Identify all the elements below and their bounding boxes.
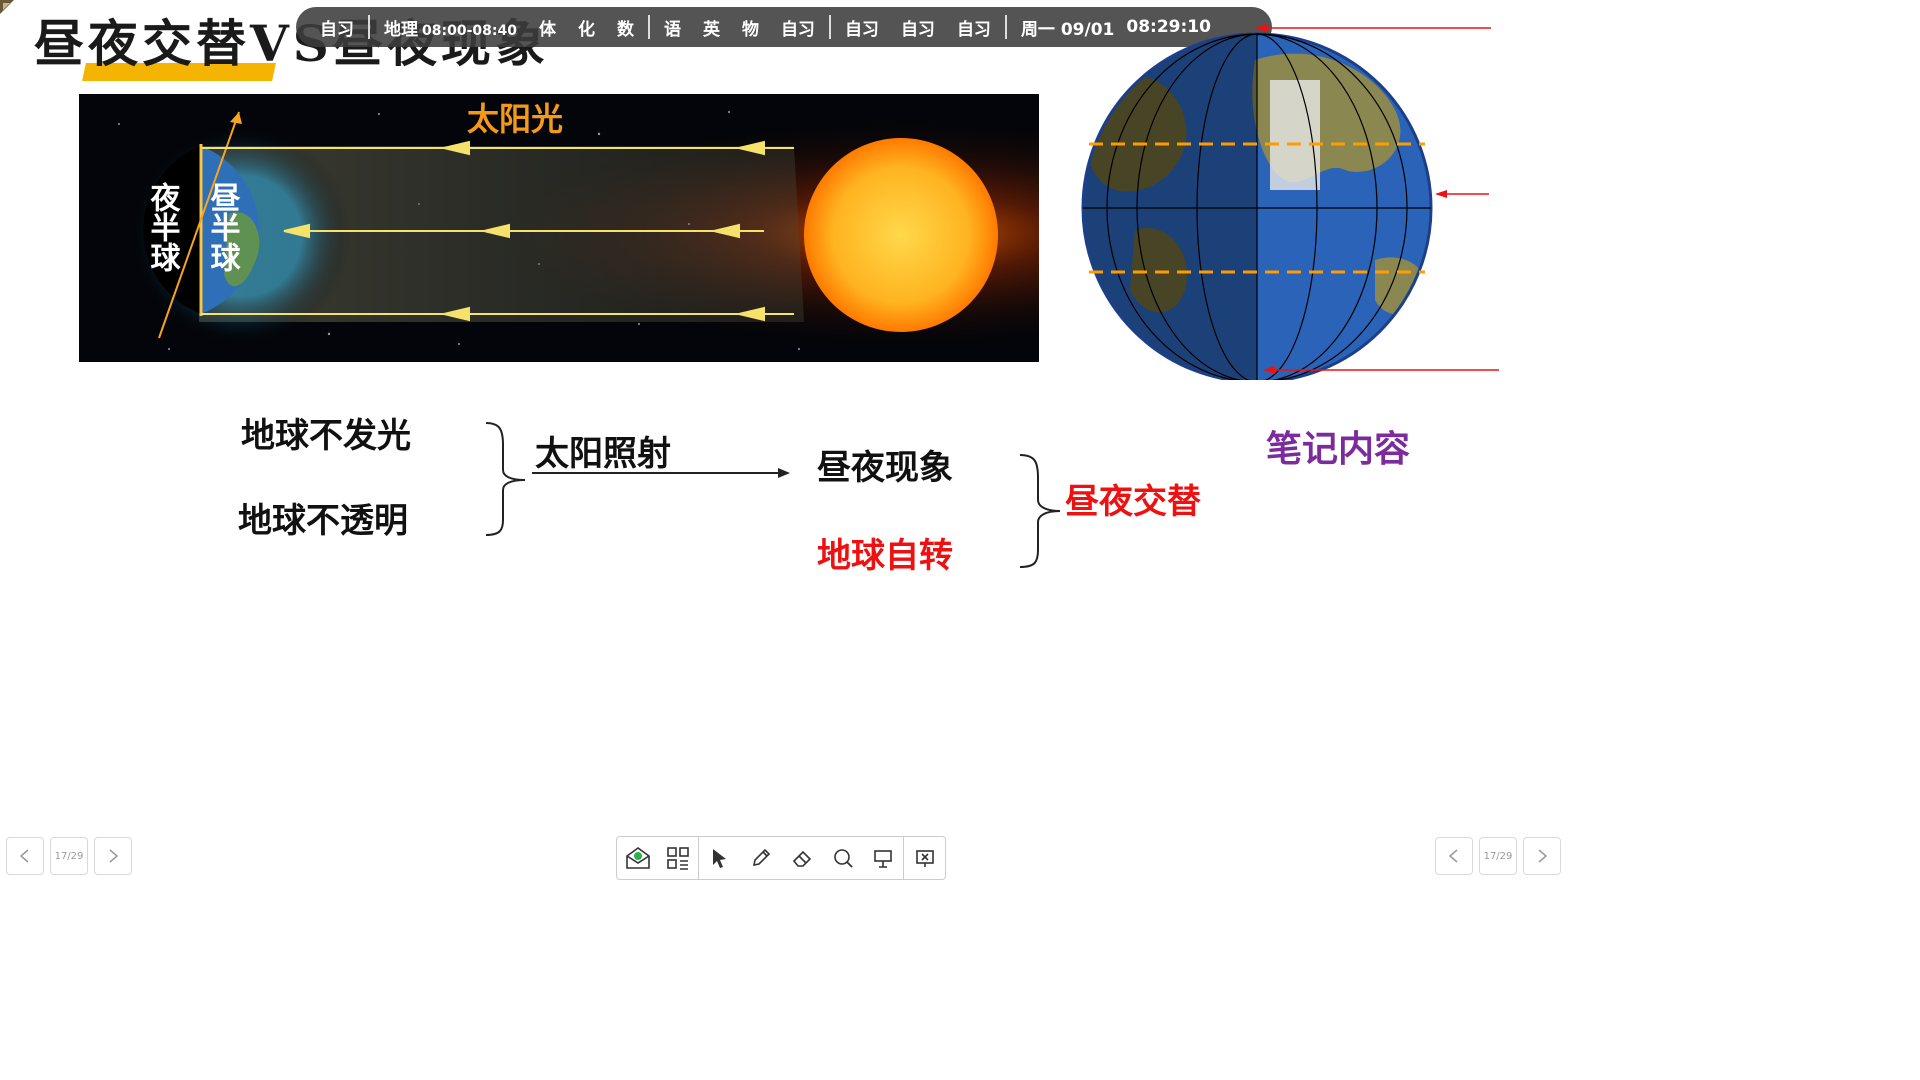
globe-figure (1075, 20, 1505, 384)
cause-earth-opaque: 地球不透明 (238, 501, 408, 541)
next-page-button-right[interactable] (1523, 837, 1561, 875)
select-tool-button[interactable] (699, 837, 740, 879)
earth-rotation: 地球自转 (817, 536, 953, 576)
divider (1004, 15, 1007, 39)
schedule-item[interactable]: 自习 (956, 19, 991, 40)
schedule-item[interactable]: 自习 (844, 19, 879, 40)
prev-page-button[interactable] (6, 837, 44, 875)
sun-earth-illustration: 太阳光 夜半球 昼半球 (79, 94, 1039, 362)
cause-earth-no-light: 地球不发光 (241, 416, 411, 456)
grid-apps-icon (667, 847, 689, 870)
schedule-item[interactable]: 自习 (900, 19, 935, 40)
exit-presentation-button[interactable] (904, 837, 945, 879)
cursor-arrow-icon (712, 849, 726, 868)
eraser-icon (792, 850, 811, 867)
schedule-item[interactable]: 英 (702, 19, 720, 40)
chevron-right-icon (1538, 849, 1548, 863)
schedule-item[interactable]: 物 (741, 19, 759, 40)
prev-page-button-right[interactable] (1435, 837, 1473, 875)
chevron-left-icon (1448, 849, 1458, 863)
schedule-item[interactable]: 数 (616, 19, 634, 40)
page-indicator[interactable]: 17/29 (50, 837, 88, 875)
divider (828, 15, 831, 39)
condition-sun-irradiation: 太阳照射 (535, 434, 671, 474)
schedule-item[interactable]: 自习 (320, 19, 354, 40)
schedule-clock: 08:29:10 (1126, 17, 1211, 37)
whiteboard-tool-button[interactable] (863, 837, 904, 879)
schedule-item[interactable]: 化 (577, 19, 595, 40)
next-page-button[interactable] (94, 837, 132, 875)
notes-label[interactable]: 笔记内容 (1266, 429, 1411, 470)
schedule-date: 周一 09/01 (1020, 19, 1115, 40)
chevron-left-icon (19, 849, 29, 863)
pen-icon (752, 848, 770, 867)
magnifier-icon (833, 849, 853, 868)
sunlight-label: 太阳光 (467, 100, 563, 138)
schedule-item-time: 08:00-08:40 (422, 22, 517, 39)
mail-tool-button[interactable] (617, 837, 658, 879)
schedule-item-label: 地理 (384, 19, 418, 40)
zoom-tool-button[interactable] (822, 837, 863, 879)
chevron-right-icon (109, 849, 119, 863)
result-day-night-phenomenon: 昼夜现象 (817, 448, 953, 488)
divider (368, 15, 370, 39)
app-corner-icon[interactable] (0, 0, 14, 14)
pen-tool-button[interactable] (740, 837, 781, 879)
apps-tool-button[interactable] (658, 837, 699, 879)
exit-screen-icon (915, 850, 934, 867)
eraser-tool-button[interactable] (781, 837, 822, 879)
day-hemisphere-label: 昼半球 (205, 182, 241, 272)
schedule-item[interactable]: 体 (538, 19, 556, 40)
board-icon (874, 850, 892, 868)
schedule-item[interactable]: 语 (663, 19, 681, 40)
schedule-item[interactable]: 自习 (780, 19, 815, 40)
divider (647, 15, 650, 39)
night-hemisphere-label: 夜半球 (145, 181, 182, 272)
mail-open-icon (625, 847, 650, 869)
page-indicator-text: 17/29 (54, 850, 84, 862)
page-indicator-text: 17/29 (1483, 850, 1513, 862)
outcome-day-night-alternation: 昼夜交替 (1065, 482, 1201, 522)
annotation-toolbar (616, 836, 946, 880)
page-indicator-right[interactable]: 17/29 (1479, 837, 1517, 875)
